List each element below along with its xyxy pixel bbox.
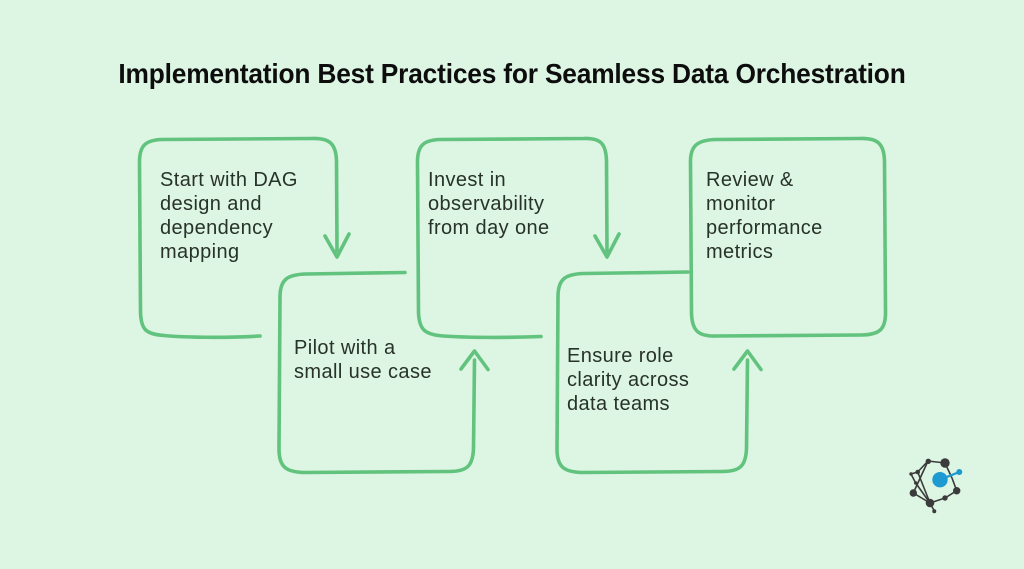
step-box-1-outline [137,136,339,340]
network-logo-icon [909,458,963,514]
step-label-5: Review & monitor performance metrics [706,169,823,263]
step-box-2-outline [277,270,477,475]
arrow-4-up-icon [732,349,763,372]
arrow-3-down-icon [593,232,621,259]
arrow-1-down-icon [323,232,351,259]
step-box-5-outline [688,136,888,338]
step-label-4: Ensure role clarity across data teams [567,345,690,415]
step-label-3: Invest in observability from day one [428,169,550,239]
arrow-2-up-icon [459,349,490,372]
step-box-3-outline [415,136,609,340]
page-title: Implementation Best Practices for Seamle… [118,58,906,89]
step-box-4-outline [555,270,750,475]
step-label-1: Start with DAG design and dependency map… [160,169,298,263]
step-label-2: Pilot with a small use case [294,337,432,383]
